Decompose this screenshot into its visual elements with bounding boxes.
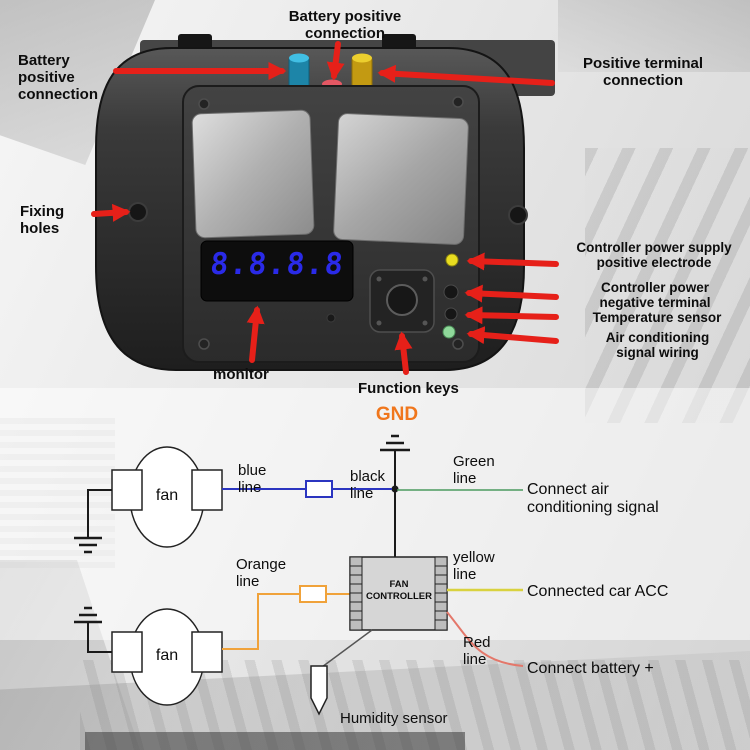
relay-block-right [333, 113, 469, 245]
arrow-power-positive [466, 252, 559, 271]
wire-red [446, 611, 524, 667]
label-battery-positive-top: Battery positive connection [288, 8, 402, 43]
label-fan-bottom: fan [155, 647, 179, 664]
fan-controller-box [349, 556, 448, 631]
label-fixing-holes: Fixing holes [20, 203, 65, 238]
background-engine-topright [558, 0, 750, 72]
background-engine-right [585, 148, 750, 423]
terminal-post-yellow [351, 53, 373, 91]
fan-bottom-ground-wire [87, 622, 112, 653]
terminal-post-blue [288, 53, 310, 91]
fixing-hole-left [128, 202, 148, 222]
wire-orange [222, 593, 350, 650]
label-temperature-sensor: Temperature sensor [592, 310, 722, 325]
arrow-power-negative [464, 284, 559, 303]
orange-inline-connector [299, 585, 327, 603]
arrow-fixing-holes [91, 203, 131, 222]
wiring-schematic [74, 434, 524, 716]
led-display-value: 8.8.8.8 [208, 247, 346, 282]
indicator-ac-signal [442, 325, 456, 339]
label-connect-battery: Connect battery + [527, 660, 654, 677]
label-battery-positive-left: Battery positive connection [18, 52, 99, 104]
label-connect-ac-signal: Connect air conditioning signal [527, 481, 659, 517]
label-ac-signal: Air conditioning signal wiring [605, 330, 710, 361]
indicator-temperature-sensor [444, 307, 458, 321]
indicator-power-negative [443, 284, 459, 300]
label-yellow-line: yellow line [453, 549, 495, 584]
controller-device [95, 34, 528, 371]
function-button [369, 269, 435, 333]
fan-bottom [111, 608, 223, 706]
label-fan-top: fan [155, 487, 179, 504]
callout-arrows [91, 41, 559, 375]
label-power-negative: Controller power negative terminal [599, 280, 711, 311]
label-red-line: Red line [463, 634, 491, 669]
label-green-line: Green line [453, 453, 495, 488]
ground-symbol-top [74, 536, 102, 554]
label-fan-controller: FAN CONTROLLER [366, 579, 432, 603]
gnd-symbol [380, 434, 410, 452]
label-connected-car-acc: Connected car ACC [527, 583, 669, 600]
panel-dot [326, 313, 336, 323]
label-orange-line: Orange line [236, 556, 287, 591]
label-blue-line: blue line [238, 462, 267, 497]
label-function-keys: Function keys [358, 380, 459, 397]
arrow-ac-signal [466, 326, 559, 345]
label-monitor: monitor [213, 366, 269, 383]
indicator-power-positive [445, 253, 459, 267]
humidity-sensor-probe [310, 665, 328, 716]
ground-symbol-bottom [74, 606, 102, 624]
label-positive-terminal: Positive terminal connection [582, 55, 704, 90]
label-black-line: black line [350, 468, 386, 503]
arrow-function-keys [394, 331, 413, 375]
label-humidity-sensor: Humidity sensor [340, 710, 448, 727]
led-display [200, 240, 354, 302]
fan-top-ground-wire [87, 489, 112, 538]
relay-block-left [191, 109, 315, 239]
arrow-positive-terminal [377, 64, 555, 86]
background-bottom-dark [85, 732, 465, 750]
wire-junction [391, 485, 399, 493]
fixing-hole-right [508, 205, 528, 225]
arrow-temperature-sensor [464, 306, 559, 325]
label-power-positive: Controller power supply positive electro… [576, 240, 732, 271]
fan-top [111, 446, 223, 548]
arrow-battery-positive-top [326, 41, 345, 81]
label-gnd: GND [375, 404, 419, 425]
panel-screws [198, 96, 464, 350]
arrow-monitor [246, 305, 265, 363]
blue-inline-connector [305, 480, 333, 498]
humidity-sensor-wire [321, 629, 373, 668]
